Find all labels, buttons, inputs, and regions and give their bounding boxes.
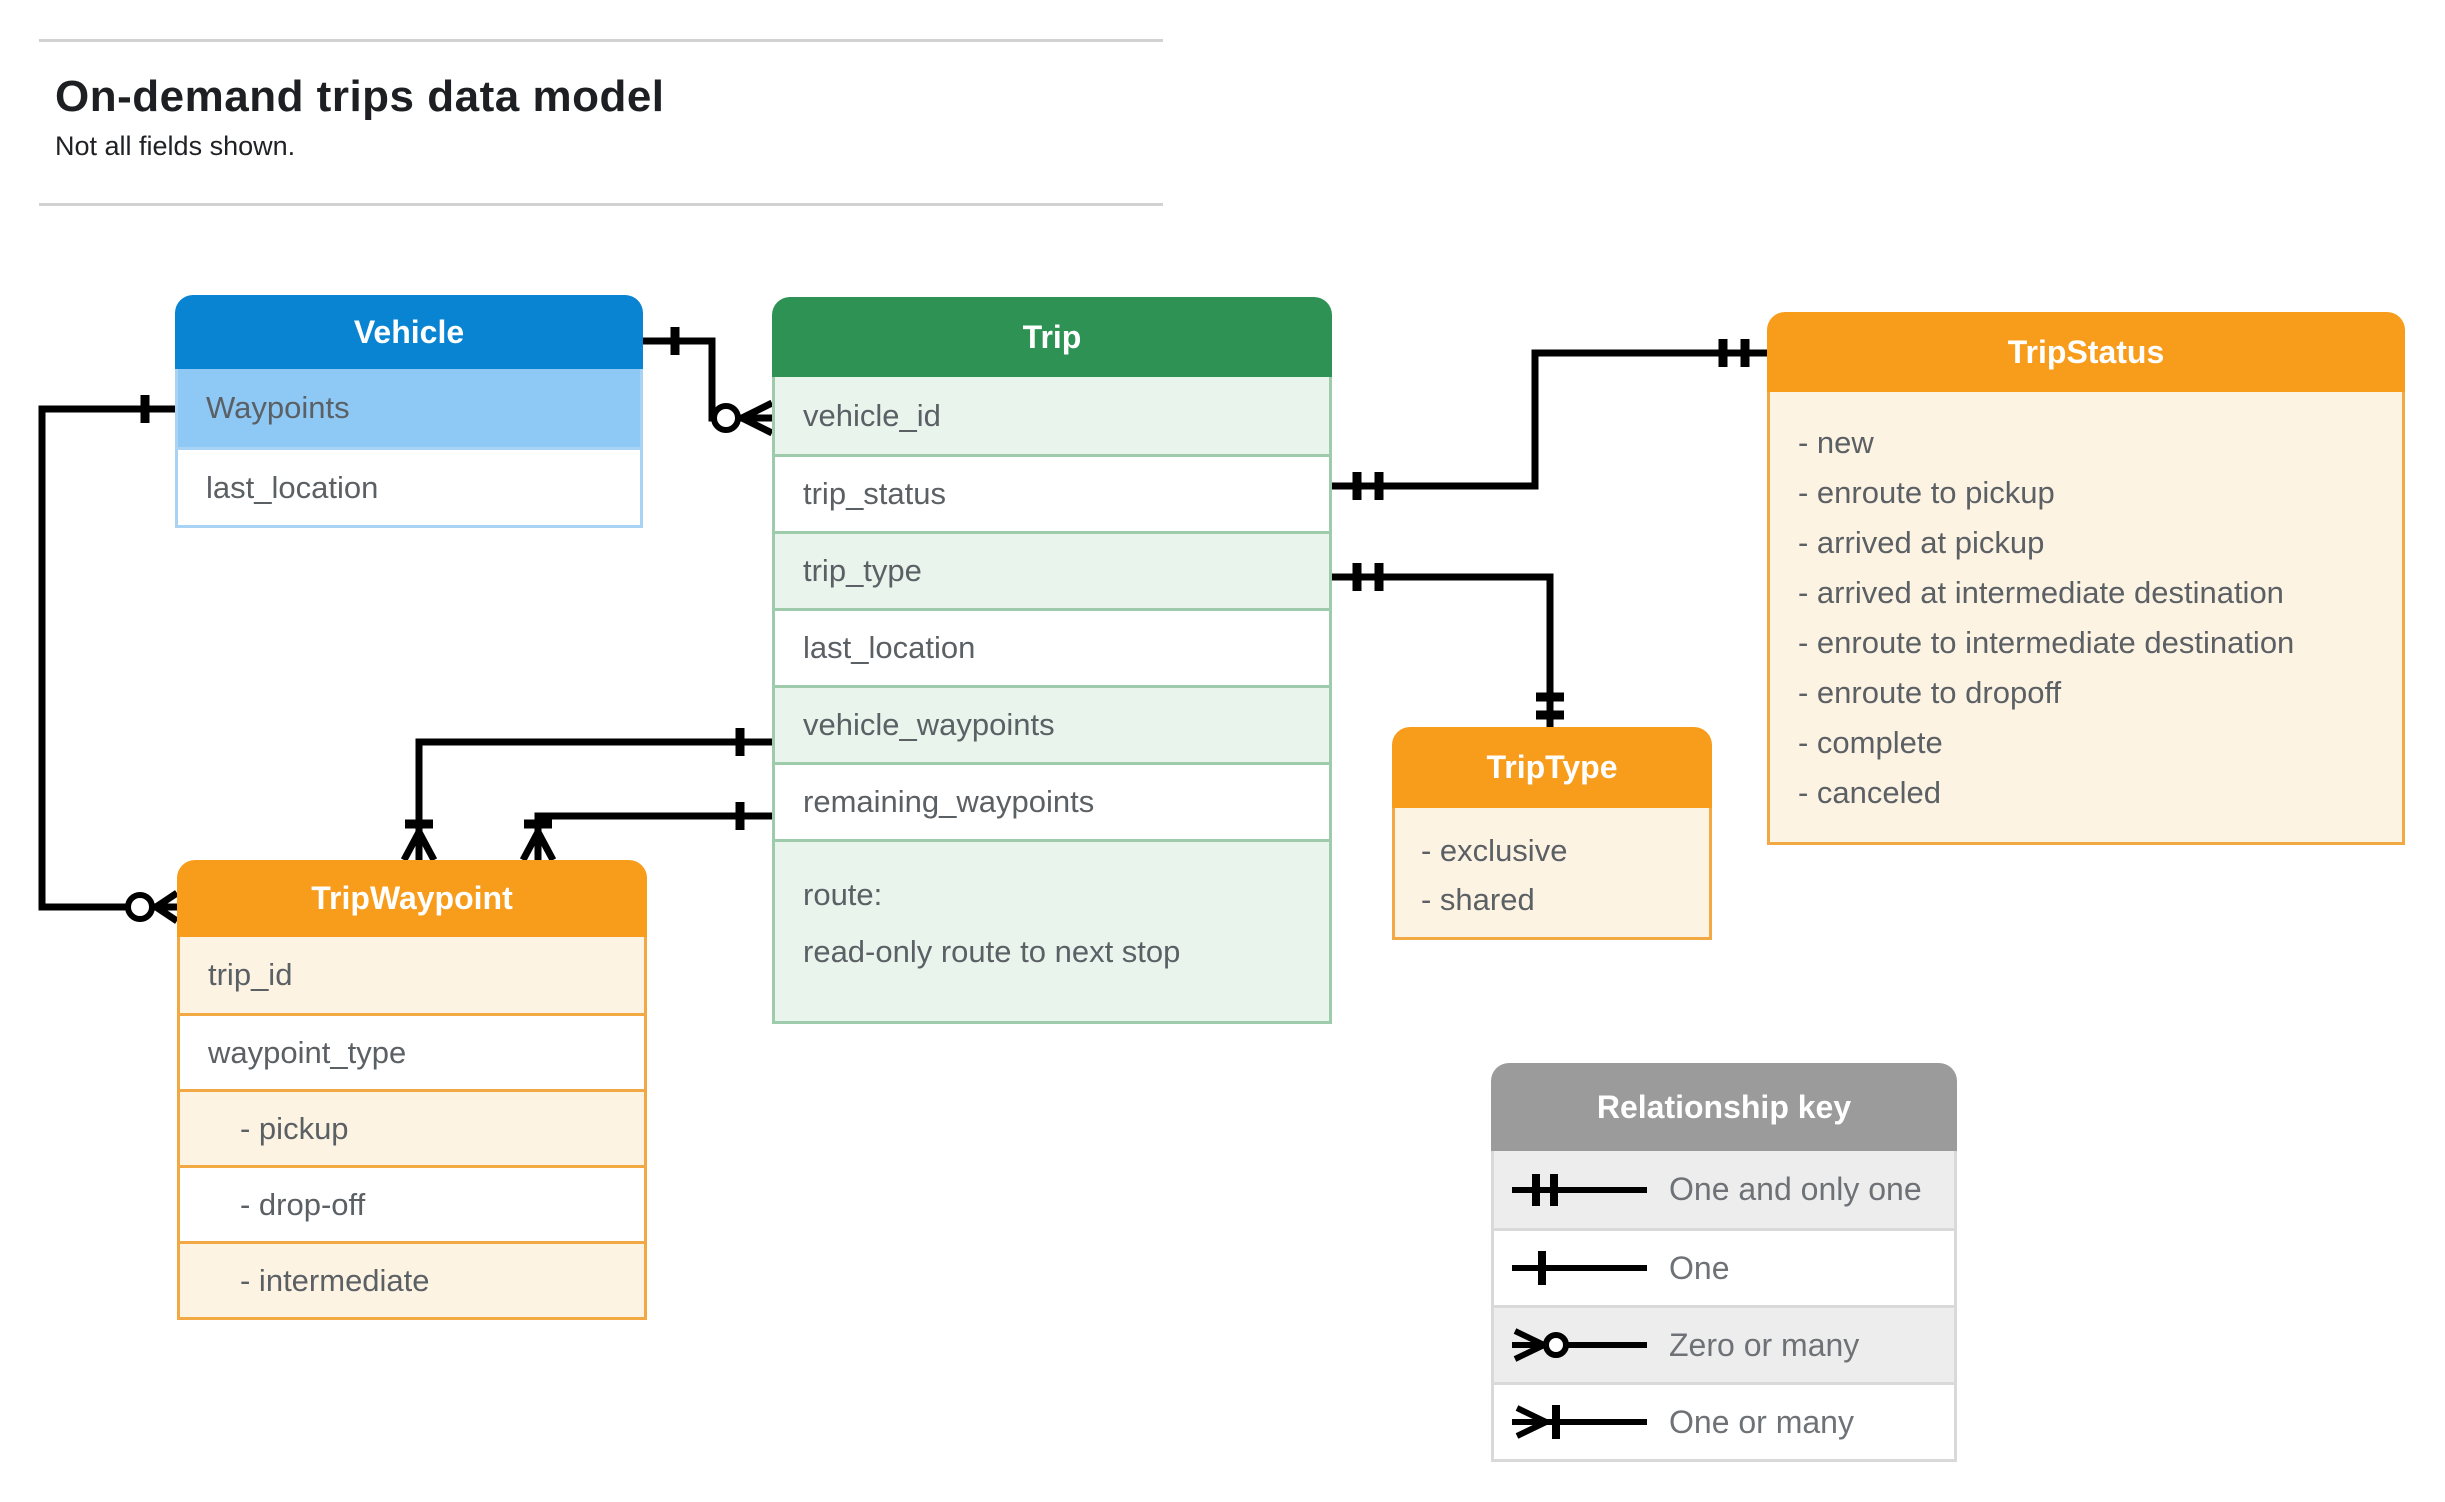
tripwaypoint-value-pickup: - pickup — [180, 1089, 644, 1165]
one-icon — [1512, 1246, 1647, 1290]
triptype-values: - exclusive - shared — [1395, 808, 1709, 937]
tripstatus-values: - new - enroute to pickup - arrived at p… — [1770, 392, 2402, 842]
page-title: On-demand trips data model — [55, 72, 665, 121]
connector-vehicle-tripwaypoint — [38, 395, 179, 924]
tripstatus-value-enroute-to-intermediate-destination: - enroute to intermediate destination — [1798, 625, 2295, 660]
trip-field-route-description: read-only route to next stop — [803, 934, 1181, 969]
legend-row-one-and-only-one: One and only one — [1494, 1151, 1954, 1228]
entity-vehicle: Vehicle Waypoints last_location — [175, 295, 643, 528]
legend-row-one-or-many: One or many — [1494, 1382, 1954, 1459]
connector-trip-triptype — [1332, 563, 1564, 727]
page-subtitle: Not all fields shown. — [55, 131, 296, 161]
entity-tripwaypoint: TripWaypoint trip_id waypoint_type - pic… — [177, 860, 647, 1320]
relationship-key-title: Relationship key — [1491, 1063, 1957, 1151]
entity-tripwaypoint-title: TripWaypoint — [177, 860, 647, 937]
tripstatus-value-arrived-at-pickup: - arrived at pickup — [1798, 525, 2045, 560]
tripstatus-value-arrived-at-intermediate-destination: - arrived at intermediate destination — [1798, 575, 2284, 610]
tripstatus-value-enroute-to-pickup: - enroute to pickup — [1798, 475, 2055, 510]
connector-vehicle-trip — [643, 327, 774, 437]
legend-label: One — [1669, 1249, 1730, 1286]
top-divider — [39, 39, 1163, 42]
tripstatus-value-canceled: - canceled — [1798, 775, 1942, 810]
trip-field-vehicle-id: vehicle_id — [775, 377, 1329, 454]
legend-row-zero-or-many: Zero or many — [1494, 1305, 1954, 1382]
triptype-value-shared: - shared — [1421, 882, 1535, 917]
vehicle-field-last-location: last_location — [178, 447, 640, 525]
bottom-divider — [39, 203, 1163, 206]
tripstatus-value-enroute-to-dropoff: - enroute to dropoff — [1798, 675, 2062, 710]
entity-triptype-title: TripType — [1392, 727, 1712, 808]
entity-tripstatus: TripStatus - new - enroute to pickup - a… — [1767, 312, 2405, 845]
tripstatus-value-new: - new — [1798, 425, 1874, 460]
trip-field-route-name: route: — [803, 877, 883, 912]
vehicle-field-waypoints: Waypoints — [178, 369, 640, 447]
legend-label: One or many — [1669, 1403, 1854, 1440]
connector-vehiclewaypoints-tripwaypoint — [400, 728, 772, 862]
tripwaypoint-field-waypoint-type: waypoint_type — [180, 1013, 644, 1089]
tripwaypoint-field-trip-id: trip_id — [180, 937, 644, 1013]
legend-label: Zero or many — [1669, 1326, 1860, 1363]
trip-field-route: route: read-only route to next stop — [775, 839, 1329, 1021]
connector-trip-tripstatus — [1332, 339, 1767, 500]
zero-or-many-icon — [1512, 1323, 1647, 1367]
entity-triptype: TripType - exclusive - shared — [1392, 727, 1712, 940]
entity-vehicle-title: Vehicle — [175, 295, 643, 369]
trip-field-remaining-waypoints: remaining_waypoints — [775, 762, 1329, 839]
connector-remainingwaypoints-tripwaypoint — [519, 802, 772, 862]
legend-label: One and only one — [1669, 1171, 1922, 1207]
entity-trip: Trip vehicle_id trip_status trip_type la… — [772, 297, 1332, 1024]
legend-row-one: One — [1494, 1228, 1954, 1305]
tripwaypoint-value-intermediate: - intermediate — [180, 1241, 644, 1317]
triptype-value-exclusive: - exclusive — [1421, 833, 1568, 868]
relationship-key: Relationship key One and only one — [1491, 1063, 1957, 1462]
trip-field-vehicle-waypoints: vehicle_waypoints — [775, 685, 1329, 762]
trip-field-last-location: last_location — [775, 608, 1329, 685]
trip-field-trip-status: trip_status — [775, 454, 1329, 531]
entity-trip-title: Trip — [772, 297, 1332, 377]
tripwaypoint-value-drop-off: - drop-off — [180, 1165, 644, 1241]
one-and-only-one-icon — [1512, 1168, 1647, 1212]
trip-field-trip-type: trip_type — [775, 531, 1329, 608]
entity-tripstatus-title: TripStatus — [1767, 312, 2405, 392]
tripstatus-value-complete: - complete — [1798, 725, 1943, 760]
one-or-many-icon — [1512, 1400, 1647, 1444]
